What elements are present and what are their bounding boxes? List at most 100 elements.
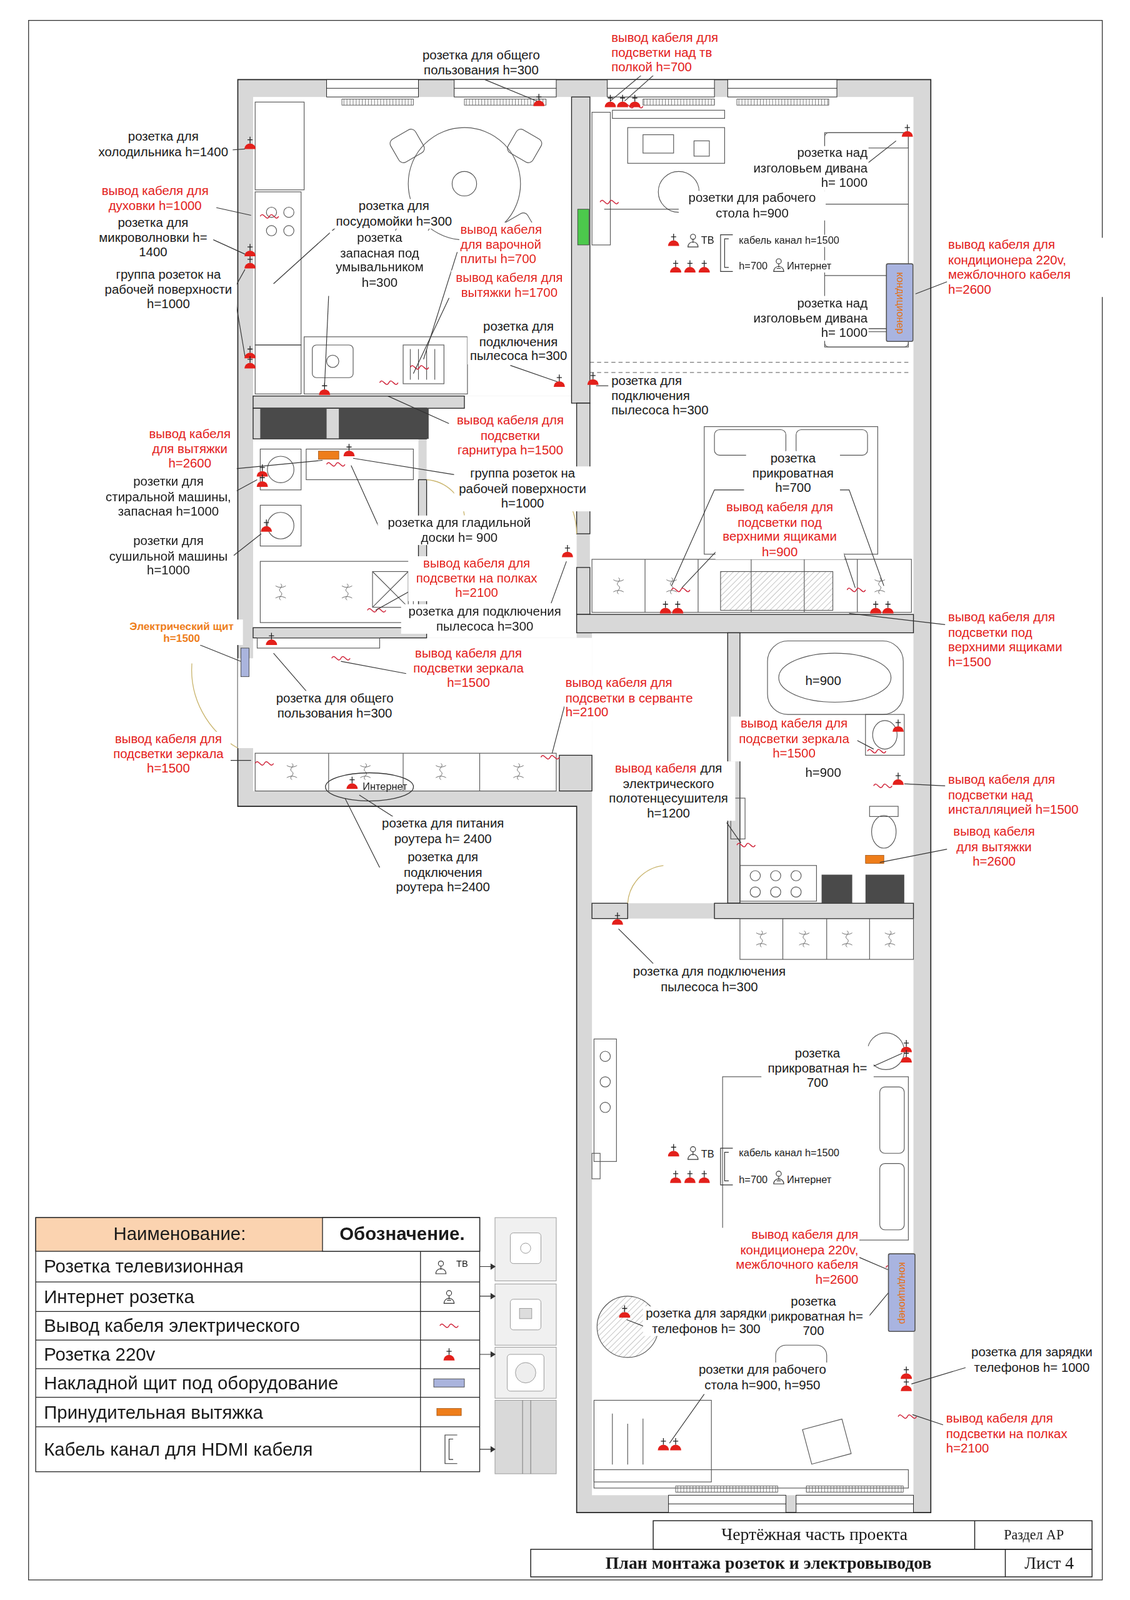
callout-text: вывод кабеля [615, 761, 697, 776]
cable-output [367, 608, 386, 613]
leader-line [880, 849, 948, 863]
callout-group: вывод кабелядля электрического полотенце… [601, 761, 735, 821]
hood-symbol [318, 451, 339, 460]
callout-text: розетки для рабочего стола h=900 [678, 190, 826, 221]
callout-text: вывод кабеля для подсветки зеркала h=150… [730, 716, 857, 761]
callout-text: h=700 [738, 1173, 769, 1186]
cable-output [260, 214, 279, 219]
callout-text: вывод кабеля для подсветки под верхними … [946, 610, 1070, 670]
socket-symbol [343, 443, 355, 457]
furniture [326, 355, 340, 368]
furniture [778, 653, 892, 702]
callout-text: h=900 [804, 673, 843, 689]
callout-text: розетка для общего пользования h=300 [416, 48, 546, 79]
leader-line [273, 226, 337, 284]
legend-symbol [436, 1408, 462, 1416]
legend-symbol [443, 1348, 455, 1361]
socket-symbol [244, 93, 914, 1450]
socket-symbol [587, 372, 599, 385]
room-floor [253, 96, 572, 396]
furniture [612, 1413, 644, 1465]
callout-text: вывод кабеля для подсветки гарнитура h=1… [449, 413, 572, 458]
wall [559, 755, 592, 791]
hanger-symbol [360, 763, 370, 780]
furniture [740, 865, 817, 902]
green-panel [577, 209, 589, 245]
shaft [260, 408, 904, 904]
legend-table [35, 1251, 480, 1472]
furniture [750, 870, 760, 881]
internet-socket-symbol [773, 1171, 784, 1184]
sheet-title: План монтажа розеток и электровыводов [531, 1550, 1006, 1577]
cable-output [255, 104, 917, 1419]
leader-line [200, 645, 241, 662]
socket-symbol [900, 1366, 912, 1380]
socket-symbol [684, 260, 696, 273]
socket-symbol [346, 776, 358, 790]
furniture [871, 815, 897, 849]
leader-line [359, 795, 394, 817]
socket-symbol [892, 719, 904, 732]
callout-text: ТВ [700, 235, 715, 247]
hanger-symbol [613, 577, 624, 594]
furniture [267, 456, 294, 483]
socket-symbol [901, 124, 914, 137]
electric-panel [240, 648, 249, 677]
furniture [767, 641, 904, 715]
callout-text: Электрический щит h=1500 [120, 619, 244, 645]
callout-text: ТВ [700, 1148, 715, 1160]
furniture [451, 171, 477, 196]
title-block [975, 1520, 1006, 1577]
callout-text: вывод кабеля для духовки h=1000 [93, 183, 217, 214]
furniture [283, 206, 294, 217]
hanger-symbol [874, 577, 885, 594]
cable-output [873, 784, 892, 789]
furniture [600, 1051, 610, 1062]
legend-photo [507, 1354, 545, 1392]
legend-text: Розетка 220v [43, 1341, 419, 1369]
leader-line [235, 480, 258, 493]
leader-line [596, 385, 609, 387]
internet-socket-symbol [773, 258, 784, 272]
green-panel [577, 209, 589, 245]
leader-line [214, 206, 252, 215]
hanger-symbol [513, 763, 524, 780]
callout-text: вывод кабеля для подсветки над тв полкой… [610, 30, 734, 75]
leader-line [626, 1319, 645, 1327]
callout-text: розетка для зарядки телефонов h= 1000 [967, 1345, 1097, 1375]
shaft [260, 408, 327, 439]
furniture [260, 505, 301, 546]
legend-photo [495, 1217, 557, 1474]
cable-output [410, 365, 429, 370]
cable-output [326, 462, 345, 467]
callout-text: розетка для зарядки телефонов h= 300 [643, 1306, 770, 1337]
callout-text: розетка для подключения пылесоса h=300 [623, 964, 795, 995]
socket-symbol [900, 1050, 912, 1063]
leader-line [915, 281, 948, 295]
furniture [312, 345, 354, 378]
socket-symbol [698, 260, 710, 273]
callout-text: розетка для общего пользования h=300 [268, 691, 401, 722]
door-swing [627, 865, 664, 904]
callout-text: Интернет [785, 260, 833, 272]
legend-text: Накладной щит под оборудование [43, 1369, 419, 1397]
callout-text: вывод кабеля для кондиционера 220v, межб… [696, 1227, 860, 1287]
furniture [802, 1419, 852, 1465]
socket-symbol [244, 256, 256, 269]
callout-text: розетка для подключения пылесоса h=300 [401, 604, 569, 635]
legend-table [35, 1217, 480, 1472]
tv-socket-symbol [688, 1146, 699, 1160]
title-block [530, 1520, 1092, 1577]
furniture [750, 886, 760, 897]
leader-line [230, 148, 245, 150]
furniture [791, 886, 802, 897]
title-block [530, 1549, 1092, 1577]
hanger-symbol [885, 930, 895, 947]
wall [571, 96, 590, 404]
wall [253, 96, 914, 919]
callout-text: розетки для стиральной машины, запасная … [100, 474, 237, 519]
leader-line [340, 661, 407, 674]
callout-text: вывод кабеля для подсветки под верхними … [715, 500, 845, 560]
radiator [643, 98, 715, 105]
socket-symbol [618, 1305, 630, 1319]
